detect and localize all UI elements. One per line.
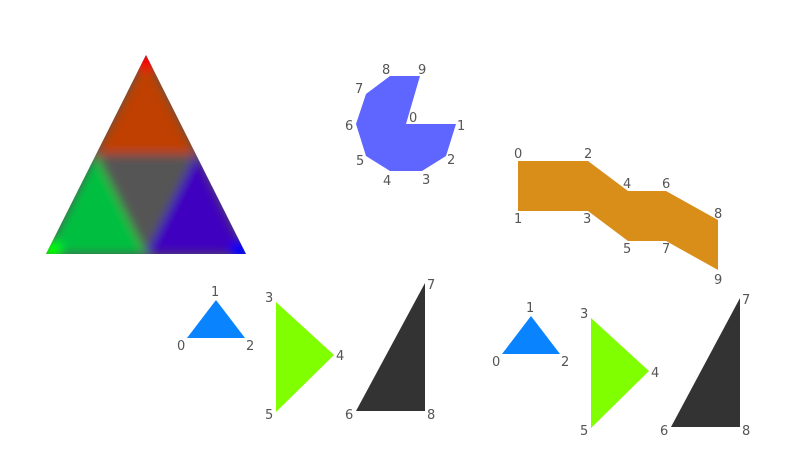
vertex-label: 9 [418,63,426,78]
vertex-label: 4 [651,366,659,381]
vertex-label: 1 [514,212,522,227]
gradient-corner-blue [230,240,246,254]
vertex-label: 7 [355,82,363,97]
small-blue-triangle [502,316,560,354]
vertex-label: 5 [356,154,364,169]
vertex-label: 1 [526,301,534,316]
small-blue-triangle [187,300,245,338]
vertex-label: 2 [561,355,569,370]
vertex-label: 2 [246,339,254,354]
pacman-polygon [356,76,456,171]
vertex-label: 4 [623,177,631,192]
vertex-label: 7 [427,278,435,293]
pacman-shape: 0 1 2 3 4 5 6 7 8 9 [345,63,465,189]
gradient-subtri [46,154,146,254]
vertex-label: 5 [623,242,631,257]
gradient-subtri [96,154,196,254]
vertex-label: 6 [662,177,670,192]
vertex-label: 3 [422,173,430,188]
gradient-subtri [146,154,246,254]
vertex-label: 8 [714,207,722,222]
vertex-label: 7 [742,293,750,308]
vertex-label: 6 [345,119,353,134]
gradient-corner-green [46,240,62,254]
gradient-corner-red [136,55,156,72]
vertex-label: 0 [514,147,522,162]
dark-triangle [671,298,740,427]
vertex-label: 8 [382,63,390,78]
vertex-label: 7 [662,242,670,257]
vertex-label: 5 [265,408,273,423]
vertex-label: 8 [427,408,435,423]
dark-triangle [356,283,425,411]
vertex-label: 2 [584,147,592,162]
vertex-label: 3 [265,291,273,306]
vertex-label: 8 [742,424,750,439]
vertex-label: 0 [492,355,500,370]
gradient-triangle [46,55,246,254]
vertex-label: 6 [345,408,353,423]
vertex-label: 6 [660,424,668,439]
triangle-group-right: 0 1 2 3 4 5 6 7 8 [492,293,750,439]
strip-polygon [518,161,718,270]
vertex-label: 3 [583,212,591,227]
vertex-label: 4 [336,349,344,364]
vertex-label: 1 [457,119,465,134]
gradient-subtri [96,55,196,155]
vertex-label: 4 [383,174,391,189]
vertex-label: 5 [580,424,588,439]
vertex-label: 9 [714,273,722,288]
vertex-label: 0 [409,111,417,126]
triangle-group-left: 0 1 2 3 4 5 6 7 8 [177,278,435,423]
vertex-label: 1 [211,285,219,300]
green-triangle [591,318,649,428]
green-triangle [276,302,334,412]
orange-strip: 0 1 2 3 4 5 6 7 8 9 [514,147,722,288]
vertex-label: 3 [580,307,588,322]
vertex-label: 0 [177,339,185,354]
vertex-label: 2 [447,153,455,168]
